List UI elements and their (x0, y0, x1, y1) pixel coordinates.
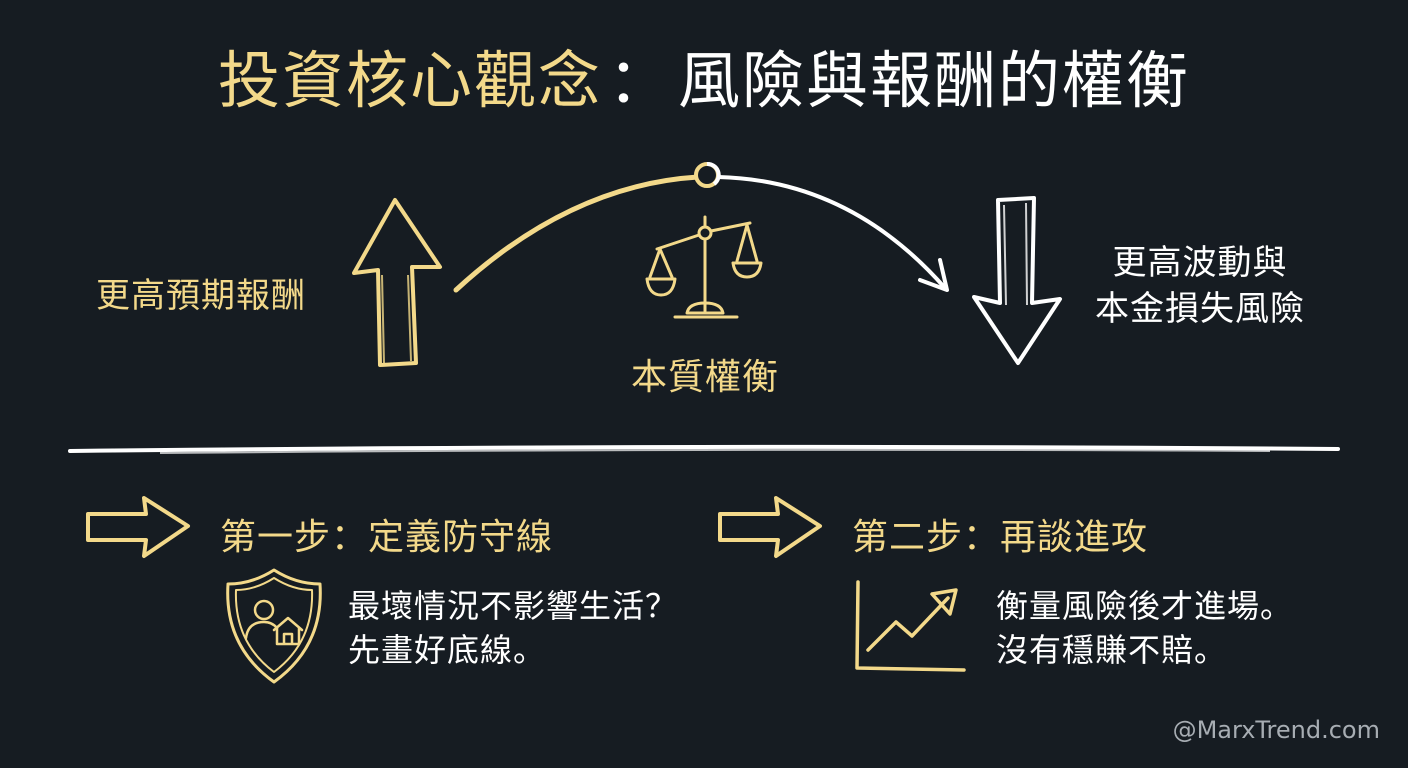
step2-title: 第二步：再談進攻 (852, 517, 1149, 558)
page-title: 投資核心觀念：風險與報酬的權衡 (0, 30, 1408, 120)
down-arrow-icon (972, 196, 1062, 365)
step2-desc-line1: 衡量風險後才進場。 (996, 587, 1294, 625)
section-divider (68, 444, 1340, 454)
growth-chart-icon (855, 580, 966, 672)
watermark: @MarxTrend.com (1172, 716, 1380, 744)
shield-person-home-icon (226, 568, 322, 684)
step2-arrow-icon (718, 496, 822, 558)
step1-desc-line1: 最壞情況不影響生活？ (348, 587, 679, 625)
step1-title: 第一步：定義防守線 (220, 517, 554, 558)
title-part1: 投資核心觀念 (217, 44, 602, 117)
step1-description: 最壞情況不影響生活？ 先畫好底線。 (348, 584, 678, 672)
essential-tradeoff-label: 本質權衡 (630, 357, 779, 398)
title-separator: ： (607, 44, 672, 117)
balance-scale-icon (645, 215, 763, 319)
higher-return-label: 更高預期報酬 (96, 276, 306, 316)
higher-risk-line1: 更高波動與 (1112, 243, 1288, 283)
up-arrow-icon (352, 198, 442, 367)
step1-arrow-icon (86, 496, 190, 558)
higher-risk-line2: 本金損失風險 (1095, 289, 1305, 329)
step2-description: 衡量風險後才進場。 沒有穩賺不賠。 (996, 584, 1293, 672)
step1-desc-line2: 先畫好底線。 (348, 631, 547, 669)
title-part2: 風險與報酬的權衡 (678, 44, 1191, 117)
higher-risk-label: 更高波動與 本金損失風險 (1070, 240, 1330, 332)
step2-desc-line2: 沒有穩賺不賠。 (996, 631, 1228, 669)
tradeoff-arc (453, 162, 949, 293)
